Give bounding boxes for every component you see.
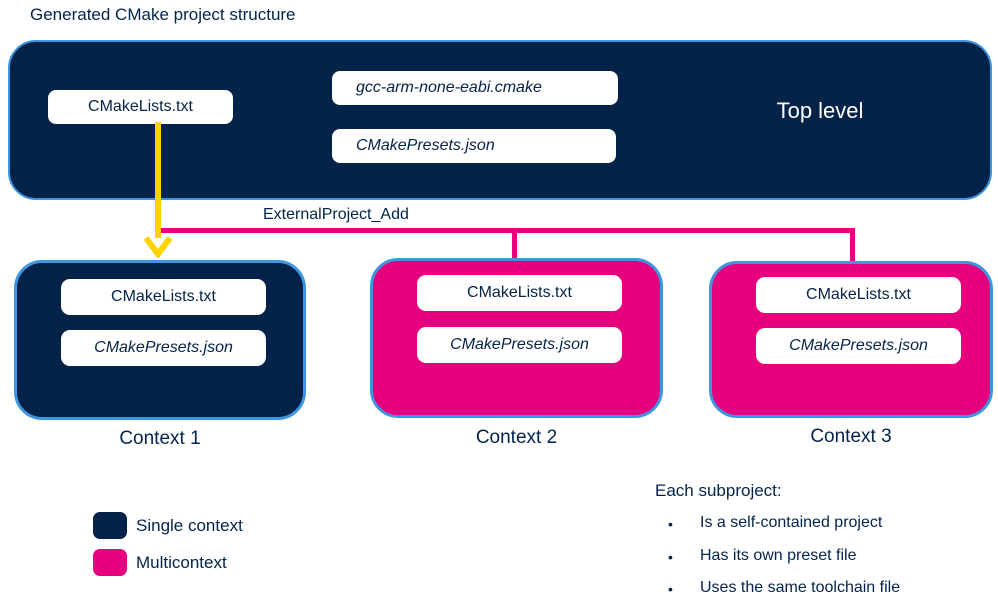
context3-presets-file: CMakePresets.json <box>756 328 961 364</box>
top-presets-file: CMakePresets.json <box>332 129 616 163</box>
bullet-dot: • <box>668 516 673 532</box>
top-level-label: Top level <box>776 98 864 123</box>
context2-label: Context 2 <box>475 427 558 448</box>
legend-label-single-context: Single context <box>136 516 243 535</box>
context2-box: CMakeLists.txt CMakePresets.json <box>370 258 663 418</box>
context1-box: CMakeLists.txt CMakePresets.json <box>14 260 306 420</box>
legend-swatch-multicontext <box>93 549 127 576</box>
notes-bullet-1: Is a self-contained project <box>700 514 883 531</box>
notes-heading: Each subproject: <box>655 481 782 500</box>
connector-label: ExternalProject_Add <box>263 206 409 223</box>
top-cmakelists-file: CMakeLists.txt <box>48 90 233 124</box>
yellow-arrow-head-icon <box>143 236 173 258</box>
page-title: Generated CMake project structure <box>30 5 296 24</box>
bullet-dot: • <box>668 581 673 597</box>
bullet-dot: • <box>668 549 673 565</box>
yellow-arrow-line <box>155 122 161 238</box>
context1-presets-file: CMakePresets.json <box>61 330 266 366</box>
legend-swatch-single-context <box>93 512 127 539</box>
top-level-box: CMakeLists.txt gcc-arm-none-eabi.cmake C… <box>8 40 992 200</box>
context2-cmakelists-file: CMakeLists.txt <box>417 275 622 311</box>
context3-cmakelists-file: CMakeLists.txt <box>756 277 961 313</box>
connector-drop-context2 <box>512 228 517 261</box>
legend-label-multicontext: Multicontext <box>136 553 227 572</box>
context1-label: Context 1 <box>119 428 201 449</box>
context1-cmakelists-file: CMakeLists.txt <box>61 279 266 315</box>
context2-presets-file: CMakePresets.json <box>417 327 622 363</box>
connector-drop-context3 <box>850 228 855 264</box>
notes-bullet-2: Has its own preset file <box>700 547 857 564</box>
context3-label: Context 3 <box>810 426 892 447</box>
toolchain-file: gcc-arm-none-eabi.cmake <box>332 71 618 105</box>
connector-horizontal-line <box>160 228 855 233</box>
context3-box: CMakeLists.txt CMakePresets.json <box>709 261 993 418</box>
notes-bullet-3: Uses the same toolchain file <box>700 579 901 596</box>
